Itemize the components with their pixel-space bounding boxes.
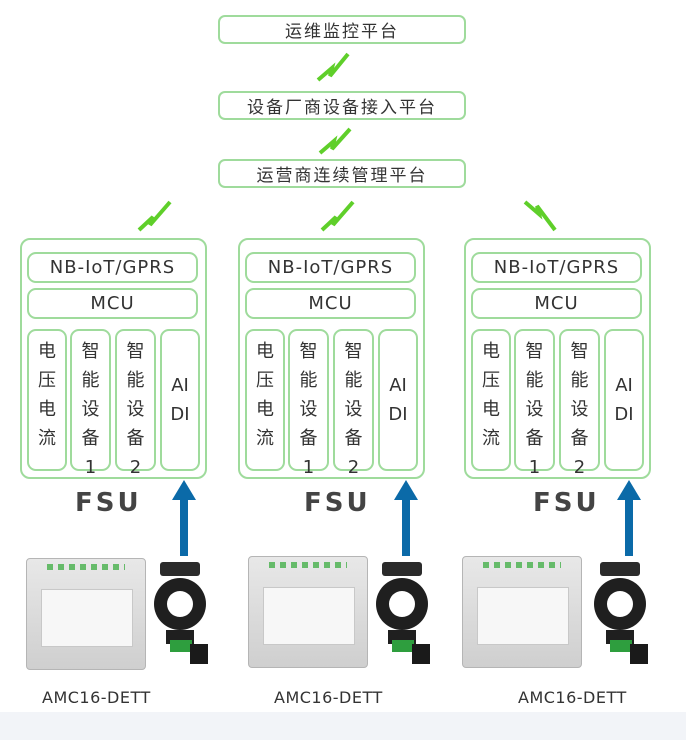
up-arrow-icon (172, 480, 196, 556)
voltage-current-column: 电 压 电 流 (245, 329, 285, 471)
current-transformer-icon (376, 562, 430, 664)
nb-iot-module: NB-IoT/GPRS (245, 252, 416, 283)
smart-device-2-column: 智 能 设 备 2 (333, 329, 374, 478)
meter-device-image (248, 556, 368, 668)
platform-box-ops-monitoring: 运维监控平台 (218, 15, 466, 44)
nb-iot-module: NB-IoT/GPRS (471, 252, 642, 283)
device-model-label: AMC16-DETT (42, 688, 151, 707)
voltage-current-column: 电 压 电 流 (471, 329, 511, 471)
platform-label: 运营商连续管理平台 (256, 166, 428, 186)
smart-device-1-column: 智 能 设 备 1 (288, 329, 329, 478)
wireless-bolt-icon (523, 200, 557, 232)
platform-box-operator-management: 运营商连续管理平台 (218, 159, 466, 188)
current-transformer-icon (154, 562, 208, 664)
meter-device-image (462, 556, 582, 668)
fsu-label: FSU (533, 488, 600, 518)
platform-label: 设备厂商设备接入平台 (247, 98, 437, 118)
meter-device-image (26, 558, 146, 670)
fsu-label: FSU (75, 488, 142, 518)
up-arrow-icon (394, 480, 418, 556)
up-arrow-icon (617, 480, 641, 556)
wireless-bolt-icon (137, 200, 172, 232)
mcu-module: MCU (471, 288, 642, 319)
mcu-module: MCU (245, 288, 416, 319)
nb-iot-module: NB-IoT/GPRS (27, 252, 198, 283)
current-transformer-icon (594, 562, 648, 664)
device-model-label: AMC16-DETT (274, 688, 383, 707)
device-model-label: AMC16-DETT (518, 688, 627, 707)
ai-di-column: AI DI (604, 329, 644, 471)
fsu-label: FSU (304, 488, 371, 518)
smart-device-2-column: 智 能 设 备 2 (115, 329, 156, 478)
voltage-current-column: 电 压 电 流 (27, 329, 67, 471)
smart-device-2-column: 智 能 设 备 2 (559, 329, 600, 478)
mcu-module: MCU (27, 288, 198, 319)
ai-di-column: AI DI (378, 329, 418, 471)
footer-band (0, 712, 686, 740)
wireless-bolt-icon (318, 127, 352, 155)
ai-di-column: AI DI (160, 329, 200, 471)
smart-device-1-column: 智 能 设 备 1 (514, 329, 555, 478)
platform-label: 运维监控平台 (285, 22, 399, 42)
wireless-bolt-icon (320, 200, 355, 232)
wireless-bolt-icon (316, 52, 350, 82)
smart-device-1-column: 智 能 设 备 1 (70, 329, 111, 478)
platform-box-vendor-access: 设备厂商设备接入平台 (218, 91, 466, 120)
